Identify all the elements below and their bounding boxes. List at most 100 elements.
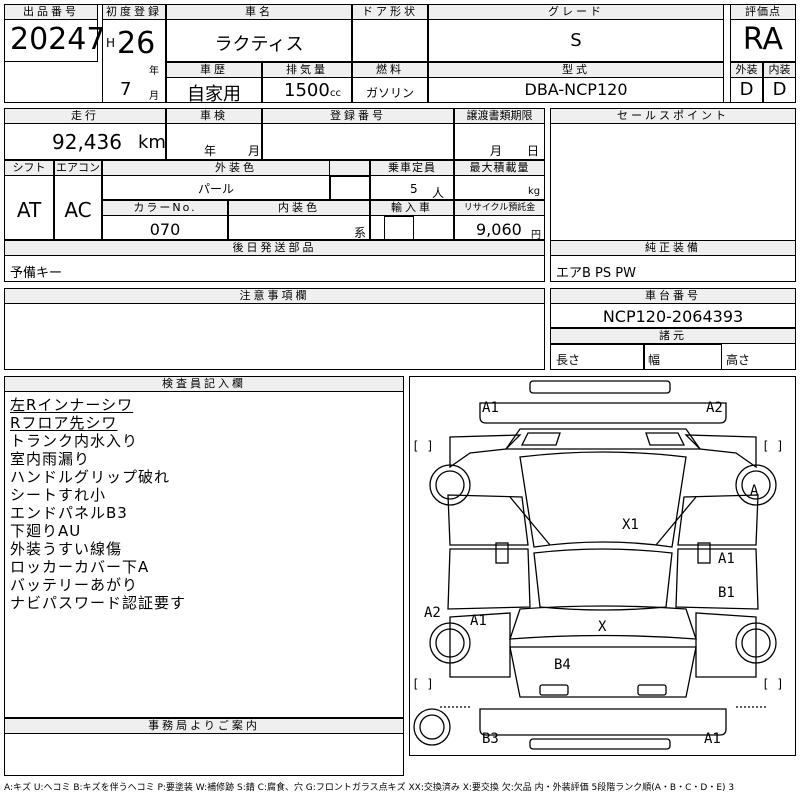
car-outline-diagram xyxy=(413,380,777,750)
inspector-notes: 左Rインナーシワ Rフロア先シワ トランク内水入り 室内雨漏り ハンドルグリップ… xyxy=(10,396,400,612)
ext-color: パール xyxy=(197,182,234,196)
damage-mark-x-rear: X xyxy=(598,619,607,635)
caution-label: 注意事項欄 xyxy=(4,288,545,304)
inspector-note: エンドパネルB3 xyxy=(10,504,128,522)
recycle-unit: 円 xyxy=(531,230,541,241)
model: DBA-NCP120 xyxy=(524,80,628,99)
ac-cell xyxy=(54,160,102,240)
shift: AT xyxy=(16,198,42,222)
reg-no-cell xyxy=(262,108,454,160)
inspector-note: ハンドルグリップ破れ xyxy=(10,468,171,486)
import-sub-cell xyxy=(384,216,414,240)
width-cell xyxy=(644,344,722,370)
length-cell xyxy=(550,344,644,370)
displacement-unit: cc xyxy=(330,88,341,99)
ext-grade: D xyxy=(739,79,754,100)
month-unit: 月 xyxy=(149,91,159,102)
bracket-left-bottom: [ ] xyxy=(412,677,434,691)
damage-mark-a1-right-door: A1 xyxy=(718,551,735,567)
ext-grade-label: 外装 xyxy=(730,62,763,78)
damage-mark-a2-front-right: A2 xyxy=(706,400,723,416)
chassis: NCP120-2064393 xyxy=(602,307,744,326)
chassis-cell xyxy=(550,288,796,328)
car-diagram: A1 A2 [ ] [ ] A X1 A1 B1 A2 A1 X [ ] [ ]… xyxy=(409,376,796,756)
reg-year: 26 xyxy=(117,26,156,61)
inspector-note: シートすれ小 xyxy=(10,486,107,504)
fuel: ガソリン xyxy=(365,86,414,100)
damage-mark-a2-left-quarter: A2 xyxy=(424,605,441,621)
inspector-note: トランク内水入り xyxy=(10,432,139,450)
int-color-unit: 系 xyxy=(354,226,367,240)
car-name-cell xyxy=(166,4,352,62)
sales-point-label: セールスポイント xyxy=(550,108,796,124)
door-cell xyxy=(352,4,428,62)
history: 自家用 xyxy=(187,84,241,105)
ext-color-cell xyxy=(102,160,330,200)
damage-mark-a1-left-rear: A1 xyxy=(470,613,487,629)
inspector-note: 左Rインナーシワ xyxy=(10,396,134,414)
legend-footer: A:キズ U:ヘコミ B:キズを伴うヘコミ P:要塗装 W:補修跡 S:錆 C:… xyxy=(4,783,735,793)
inspector-note: 室内雨漏り xyxy=(10,450,91,468)
history-cell xyxy=(166,62,262,103)
shift-cell xyxy=(4,160,54,240)
sales-point-block xyxy=(550,108,796,254)
int-color-cell xyxy=(228,200,370,240)
transfer-day-unit: 日 xyxy=(527,144,540,158)
int-color-label: 内装色 xyxy=(228,200,370,216)
inspection-cell xyxy=(166,108,262,160)
recycle: 9,060 xyxy=(476,220,522,239)
inspector-note: 下廻りAU xyxy=(10,522,82,540)
inspection-year-unit: 年 xyxy=(204,144,217,158)
inspector-label: 検査員記入欄 xyxy=(4,376,404,392)
car-name: ラクティス xyxy=(214,34,304,55)
height-label: 高さ xyxy=(726,353,751,367)
mileage-unit: km xyxy=(138,132,166,153)
inspector-note: 外装うすい線傷 xyxy=(10,540,123,558)
model-cell xyxy=(428,62,724,103)
capacity-cell xyxy=(370,160,454,200)
int-grade: D xyxy=(772,79,787,100)
length-label: 長さ xyxy=(556,353,581,367)
damage-mark-x1-roof: X1 xyxy=(622,517,639,533)
transfer-month-unit: 月 xyxy=(490,144,503,158)
int-grade-cell xyxy=(763,62,796,103)
capacity-unit: 人 xyxy=(432,186,445,200)
capacity-label: 乗車定員 xyxy=(370,160,454,176)
office-label: 事務局よりご案内 xyxy=(4,718,404,734)
recycle-cell xyxy=(454,200,545,240)
inspector-note: ロッカーカバー下A xyxy=(10,558,150,576)
grade-cell xyxy=(428,4,724,62)
era: H xyxy=(106,36,116,50)
inspector-note: ナビパスワード認証要す xyxy=(10,594,187,612)
score-cell xyxy=(730,4,796,62)
bracket-left-top: [ ] xyxy=(412,439,434,453)
lot-no-cell xyxy=(4,4,98,62)
fuel-cell xyxy=(352,62,428,103)
damage-mark-b1-right-quarter: B1 xyxy=(718,585,735,601)
inspector-note: Rフロア先シワ xyxy=(10,414,118,432)
later-parts: 予備キー xyxy=(10,266,63,281)
max-load-cell xyxy=(454,160,545,200)
reg-month: 7 xyxy=(120,79,132,100)
fuel-label: 燃料 xyxy=(352,62,428,78)
year-unit: 年 xyxy=(149,66,159,77)
int-grade-label: 内装 xyxy=(763,62,796,78)
width-label: 幅 xyxy=(648,353,661,367)
displacement: 1500 xyxy=(284,80,330,101)
ext-grade-cell xyxy=(730,62,763,103)
color-no-cell xyxy=(102,200,228,240)
damage-mark-b4-trunk: B4 xyxy=(554,657,571,673)
later-parts-cell xyxy=(4,240,545,282)
lot-no: 20247 xyxy=(10,22,106,57)
damage-mark-b3-rear-left: B3 xyxy=(482,731,499,747)
damage-mark-a1-front-left: A1 xyxy=(482,400,499,416)
inspector-note: バッテリーあがり xyxy=(10,576,139,594)
equipment-label: 純正装備 xyxy=(550,240,796,256)
color-no: 070 xyxy=(149,220,181,239)
damage-mark-a-right-wheel: A xyxy=(750,483,759,499)
ac: AC xyxy=(64,198,92,222)
mileage: 92,436 xyxy=(52,130,122,154)
capacity: 5 xyxy=(410,182,418,196)
bracket-right-top: [ ] xyxy=(762,439,784,453)
damage-mark-a1-rear-right: A1 xyxy=(704,731,721,747)
